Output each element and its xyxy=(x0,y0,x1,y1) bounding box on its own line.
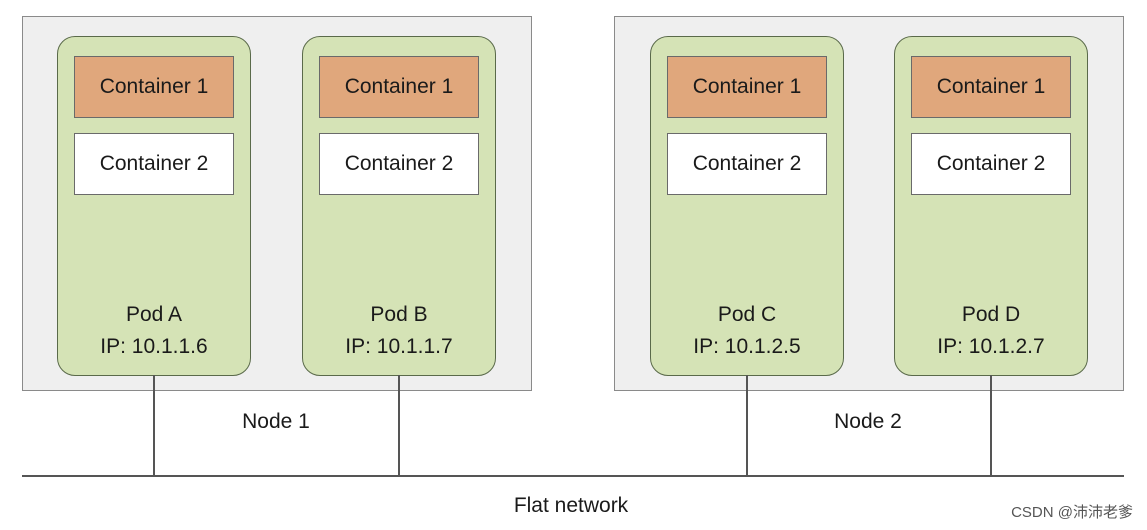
pod-b-name: Pod B xyxy=(370,303,428,326)
flat-network-line xyxy=(22,475,1124,477)
flat-network-label: Flat network xyxy=(513,494,629,517)
pod-c-container-2: Container 2 xyxy=(667,133,827,195)
pod-c: Container 1 Container 2 Pod C IP: 10.1.2… xyxy=(650,36,844,376)
pod-c-name: Pod C xyxy=(717,303,777,326)
pod-d: Container 1 Container 2 Pod D IP: 10.1.2… xyxy=(894,36,1088,376)
pod-d-container-2: Container 2 xyxy=(911,133,1071,195)
node-2-label: Node 2 xyxy=(834,410,902,433)
pod-a: Container 1 Container 2 Pod A IP: 10.1.1… xyxy=(57,36,251,376)
watermark: CSDN @沛沛老爹 xyxy=(1011,504,1133,521)
pod-a-name: Pod A xyxy=(125,303,183,326)
pod-d-name: Pod D xyxy=(961,303,1021,326)
pod-a-container-2: Container 2 xyxy=(74,133,234,195)
pod-b-link xyxy=(398,375,400,476)
pod-b-container-2: Container 2 xyxy=(319,133,479,195)
pod-a-link xyxy=(153,375,155,476)
pod-b: Container 1 Container 2 Pod B IP: 10.1.1… xyxy=(302,36,496,376)
pod-d-container-1: Container 1 xyxy=(911,56,1071,118)
pod-c-ip: IP: 10.1.2.5 xyxy=(693,335,801,358)
node-1-label: Node 1 xyxy=(242,410,310,433)
pod-a-ip: IP: 10.1.1.6 xyxy=(100,335,208,358)
pod-d-ip: IP: 10.1.2.7 xyxy=(937,335,1045,358)
pod-c-container-1: Container 1 xyxy=(667,56,827,118)
pod-b-container-1: Container 1 xyxy=(319,56,479,118)
pod-a-container-1: Container 1 xyxy=(74,56,234,118)
pod-b-ip: IP: 10.1.1.7 xyxy=(345,335,453,358)
pod-d-link xyxy=(990,375,992,476)
pod-c-link xyxy=(746,375,748,476)
